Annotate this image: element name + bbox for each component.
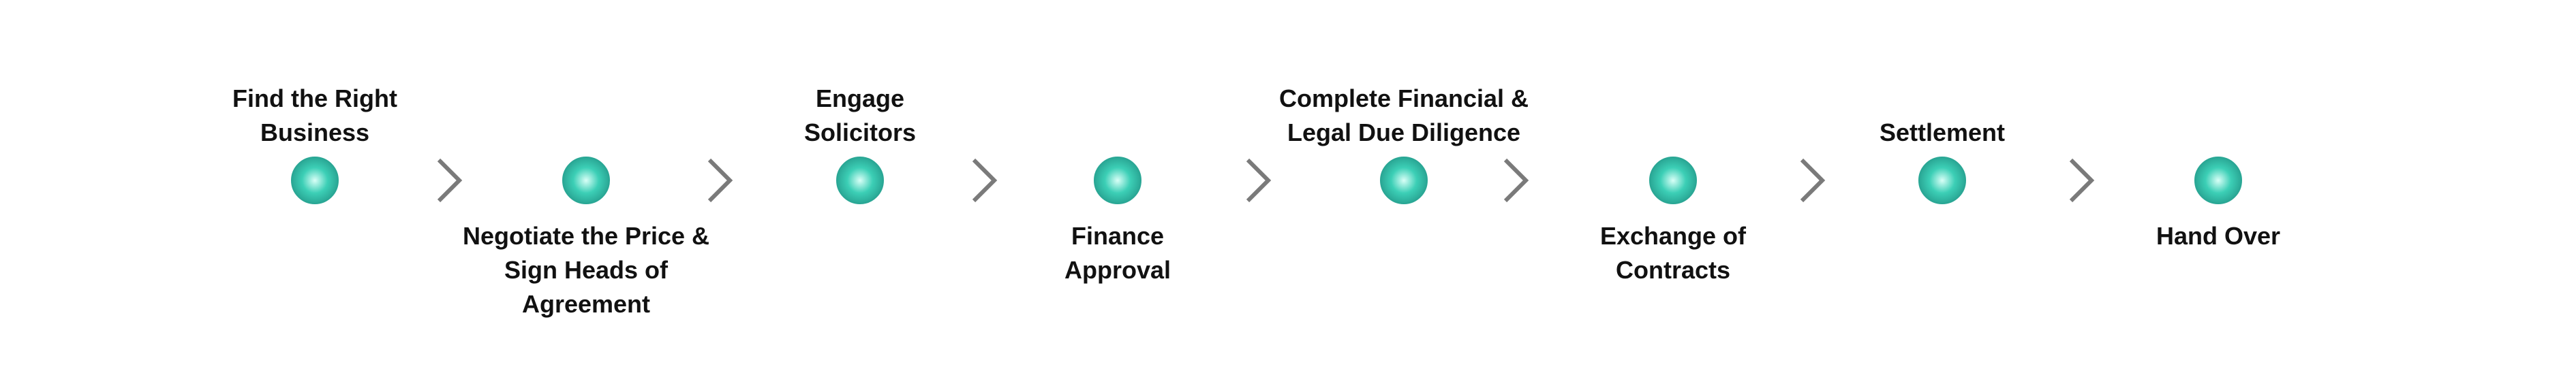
timeline-node: [562, 157, 610, 204]
timeline-node: [1380, 157, 1428, 204]
step-label: Complete Financial & Legal Due Diligence: [1278, 84, 1529, 146]
chevron-right-icon: [972, 158, 998, 203]
step-label: Hand Over: [2156, 222, 2281, 250]
timeline-node: [836, 157, 884, 204]
step-label: Find the Right Business: [232, 84, 397, 146]
timeline-node: [1918, 157, 1966, 204]
chevron-right-icon: [437, 158, 463, 203]
step-label: Settlement: [1879, 118, 2006, 146]
step-label: Exchange of Contracts: [1599, 222, 1747, 284]
chevron-right-icon: [2069, 158, 2095, 203]
step-label: Negotiate the Price & Sign Heads of Agre…: [462, 222, 710, 318]
step-label: Engage Solicitors: [803, 84, 917, 146]
chevron-right-icon: [1800, 158, 1826, 203]
timeline-node: [1094, 157, 1141, 204]
step-label: Finance Approval: [1064, 222, 1171, 284]
chevron-right-icon: [707, 158, 733, 203]
chevron-right-icon: [1503, 158, 1529, 203]
timeline-node: [291, 157, 339, 204]
timeline-node: [1649, 157, 1697, 204]
chevron-right-icon: [1246, 158, 1272, 203]
timeline-node: [2194, 157, 2242, 204]
